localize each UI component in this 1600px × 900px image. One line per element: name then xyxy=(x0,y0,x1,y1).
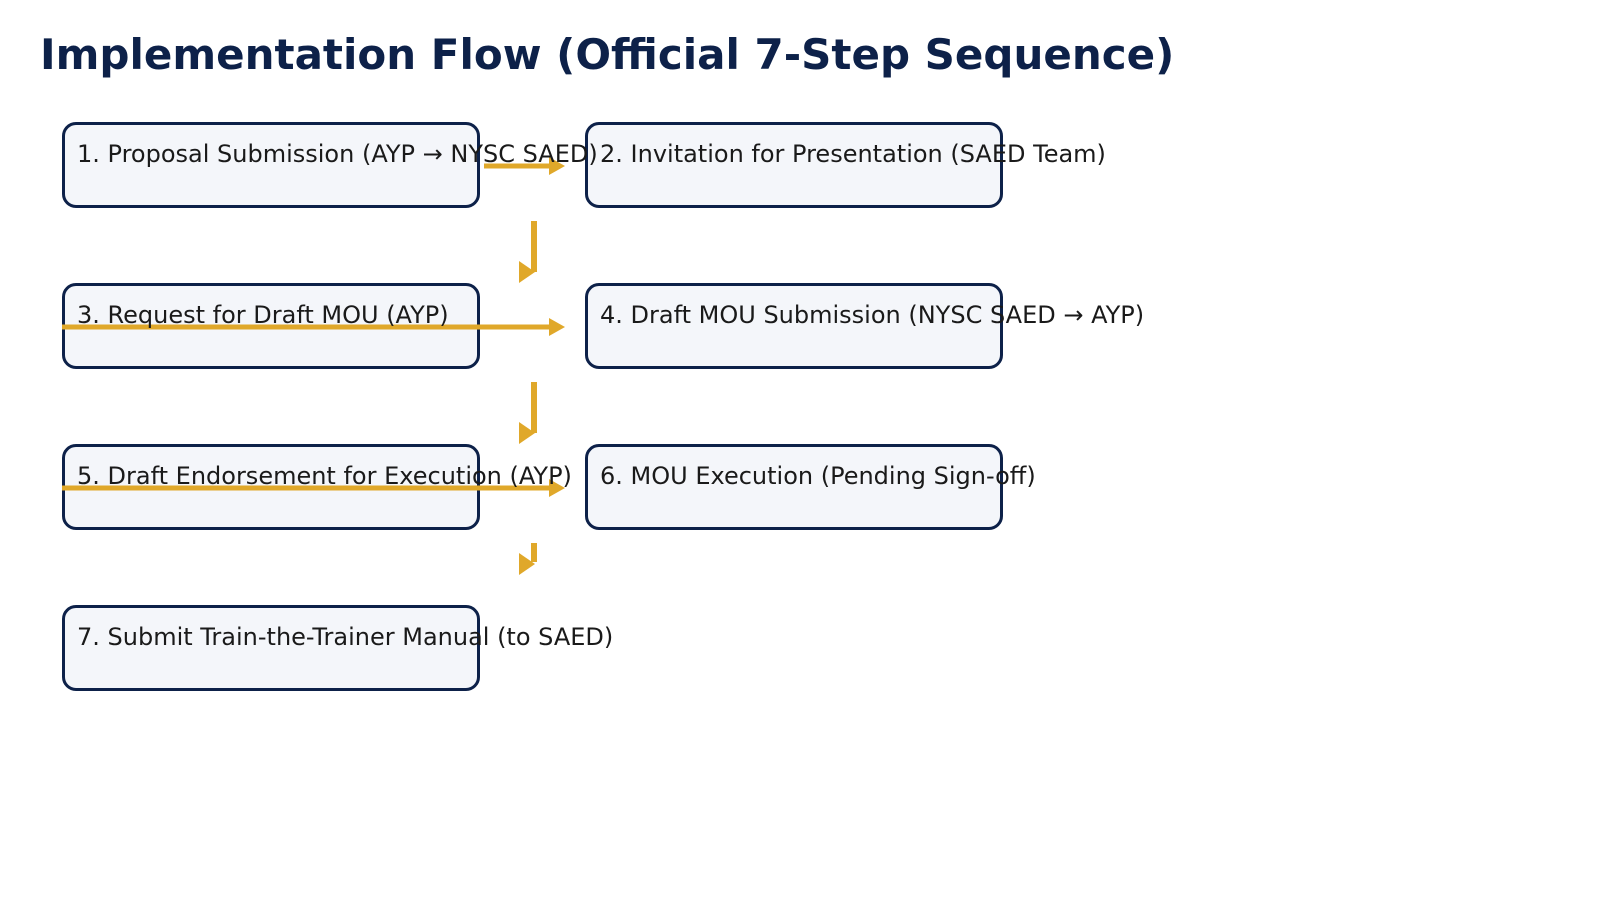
arrow-6-to-7 xyxy=(519,543,537,575)
arrowhead-icon xyxy=(519,422,535,444)
arrowhead-icon xyxy=(519,261,535,283)
arrow-4-to-5 xyxy=(519,382,537,444)
step-box-6 xyxy=(585,444,1003,530)
arrow-2-to-3 xyxy=(519,221,537,283)
step-box-7 xyxy=(62,605,480,691)
step-box-1 xyxy=(62,122,480,208)
step-label-3: 3. Request for Draft MOU (AYP) xyxy=(77,301,449,329)
step-label-4: 4. Draft MOU Submission (NYSC SAED → AYP… xyxy=(600,301,1145,329)
step-label-7: 7. Submit Train-the-Trainer Manual (to S… xyxy=(77,623,614,651)
arrowhead-right-icon xyxy=(549,318,565,336)
step-label-1: 1. Proposal Submission (AYP → NYSC SAED) xyxy=(77,140,598,168)
page-title: Implementation Flow (Official 7-Step Seq… xyxy=(40,30,1175,79)
arrowhead-icon xyxy=(519,553,535,575)
step-label-6: 6. MOU Execution (Pending Sign-off) xyxy=(600,462,1036,490)
step-box-4 xyxy=(585,283,1003,369)
step-box-2 xyxy=(585,122,1003,208)
step-label-5: 5. Draft Endorsement for Execution (AYP) xyxy=(77,462,572,490)
step-label-2: 2. Invitation for Presentation (SAED Tea… xyxy=(600,140,1106,168)
